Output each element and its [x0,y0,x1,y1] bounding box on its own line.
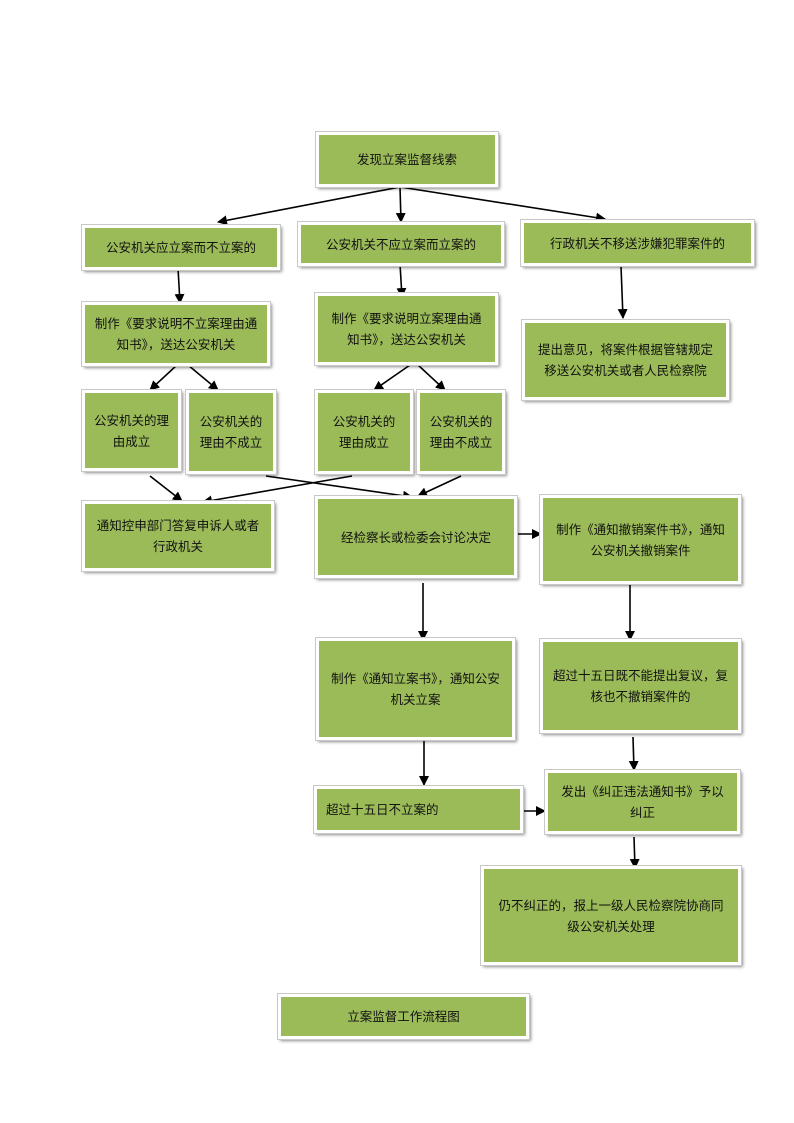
box-reason-valid-1-label: 公安机关的理由成立 [94,412,170,449]
arrow-clue-to-admin [399,186,606,223]
arrow-request2-to-invalid [417,364,446,391]
box-reason-invalid-1: 公安机关的理由不成立 [185,389,277,475]
box-discover-clue: 发现立案监督线索 [315,131,499,188]
arrow-valid1-to-notify [149,475,183,502]
box-should-file-not-filed: 公安机关应立案而不立案的 [81,224,281,271]
box-reason-valid-2-label: 公安机关的理由成立 [332,414,396,450]
box-notify-complainant: 通知控申部门答复申诉人或者行政机关 [81,500,275,572]
box-chief-decision: 经检察长或检委会讨论决定 [314,495,518,579]
box-report-superior: 仍不纠正的，报上一级人民检察院协商同级公安机关处理 [480,865,742,966]
box-reason-invalid-2-label: 公安机关的理由不成立 [429,414,493,450]
arrow-request1-to-valid [149,364,178,391]
box-overdue-no-review-label: 超过十五日既不能提出复议，复核也不撤销案件的 [552,668,728,704]
box-overdue-no-review: 超过十五日既不能提出复议，复核也不撤销案件的 [539,638,742,734]
box-should-file-not-filed-label: 公安机关应立案而不立案的 [105,240,256,255]
box-chief-decision-label: 经检察长或检委会讨论决定 [340,529,491,545]
box-reason-invalid-2: 公安机关的理由不成立 [416,389,506,475]
box-notice-file: 制作《通知立案书》，通知公安机关立案 [315,637,516,741]
box-request-explain-not-filing: 制作《要求说明不立案理由通知书》，送达公安机关 [81,301,271,367]
chart-title: 立案监督工作流程图 [347,1009,460,1024]
box-admin-not-transfer-label: 行政机关不移送涉嫌犯罪案件的 [549,235,725,251]
box-request-explain-filing: 制作《要求说明立案理由通知书》，送达公安机关 [314,292,499,366]
arrow-invalid2-to-decision [417,475,462,497]
box-notice-revoke: 制作《通知撤销案件书》，通知公安机关撤销案件 [539,494,742,585]
box-admin-not-transfer: 行政机关不移送涉嫌犯罪案件的 [520,219,755,267]
box-report-superior-label: 仍不纠正的，报上一级人民检察院协商同级公安机关处理 [498,897,724,934]
box-request-explain-not-filing-label: 制作《要求说明不立案理由通知书》，送达公安机关 [94,316,258,352]
arrow-request1-to-invalid [187,364,219,391]
arrow-clue-to-should-file [217,186,401,226]
arrow-invalid1-to-decision [265,475,413,501]
arrow-correction-to-report [629,836,640,869]
arrow-clue-to-should-not-file [395,186,406,223]
box-propose-transfer: 提出意见，将案件根据管辖规定移送公安机关或者人民检察院 [521,319,730,401]
chart-title-box: 立案监督工作流程图 [277,993,530,1040]
arrow-request2-to-valid [373,364,411,391]
box-discover-clue-label: 发现立案监督线索 [356,152,457,167]
arrow-admin-to-propose [617,265,628,319]
box-correction-notice: 发出《纠正违法通知书》予以纠正 [544,769,741,835]
box-reason-valid-1: 公安机关的理由成立 [81,389,182,472]
box-overdue-not-filed: 超过十五日不立案的 [313,785,524,834]
box-propose-transfer-label: 提出意见，将案件根据管辖规定移送公安机关或者人民检察院 [537,342,713,378]
box-notice-file-label: 制作《通知立案书》，通知公安机关立案 [331,671,500,707]
arrow-overdue-to-correction [628,736,639,771]
box-notice-revoke-label: 制作《通知撤销案件书》，通知公安机关撤销案件 [556,521,725,558]
box-should-not-file-but-filed-label: 公安机关不应立案而立案的 [325,236,476,252]
box-overdue-not-filed-label: 超过十五日不立案的 [326,802,439,817]
arrow-should-file-to-request [174,267,185,304]
box-reason-invalid-1-label: 公安机关的理由不成立 [199,414,263,450]
box-request-explain-filing-label: 制作《要求说明立案理由通知书》，送达公安机关 [331,311,482,347]
box-reason-valid-2: 公安机关的理由成立 [314,389,414,475]
box-notify-complainant-label: 通知控申部门答复申诉人或者行政机关 [96,518,260,554]
box-should-not-file-but-filed: 公安机关不应立案而立案的 [297,221,505,267]
box-correction-notice-label: 发出《纠正违法通知书》予以纠正 [561,784,724,820]
